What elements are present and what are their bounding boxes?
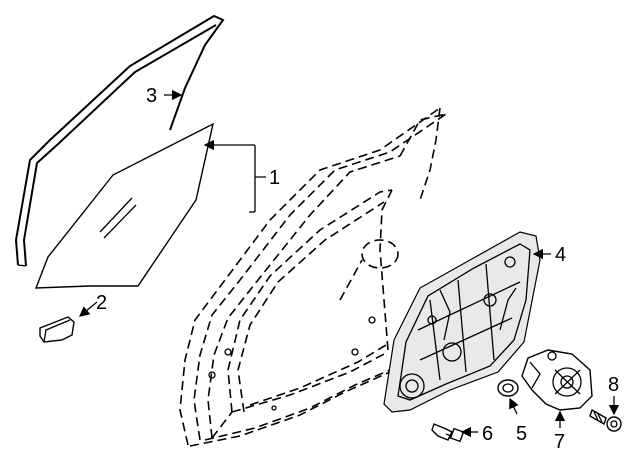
window-run-channel — [14, 14, 225, 267]
callout-7: 7 — [554, 431, 565, 453]
callout-8: 8 — [608, 374, 619, 396]
window-motor — [521, 349, 593, 411]
callout-1: 1 — [269, 167, 280, 189]
leader-lines — [78, 89, 620, 438]
window-regulator-panel — [383, 231, 541, 413]
door-glass — [34, 122, 215, 289]
callout-4: 4 — [555, 244, 566, 266]
bolt-8 — [589, 408, 622, 432]
callout-6: 6 — [482, 423, 493, 445]
washer — [497, 379, 519, 397]
callout-5: 5 — [516, 423, 527, 445]
callout-2: 2 — [96, 292, 107, 314]
door-shell-outline — [179, 107, 447, 447]
bolt-6 — [431, 423, 465, 443]
callout-3: 3 — [146, 85, 157, 107]
glass-channel-clip — [39, 316, 75, 343]
